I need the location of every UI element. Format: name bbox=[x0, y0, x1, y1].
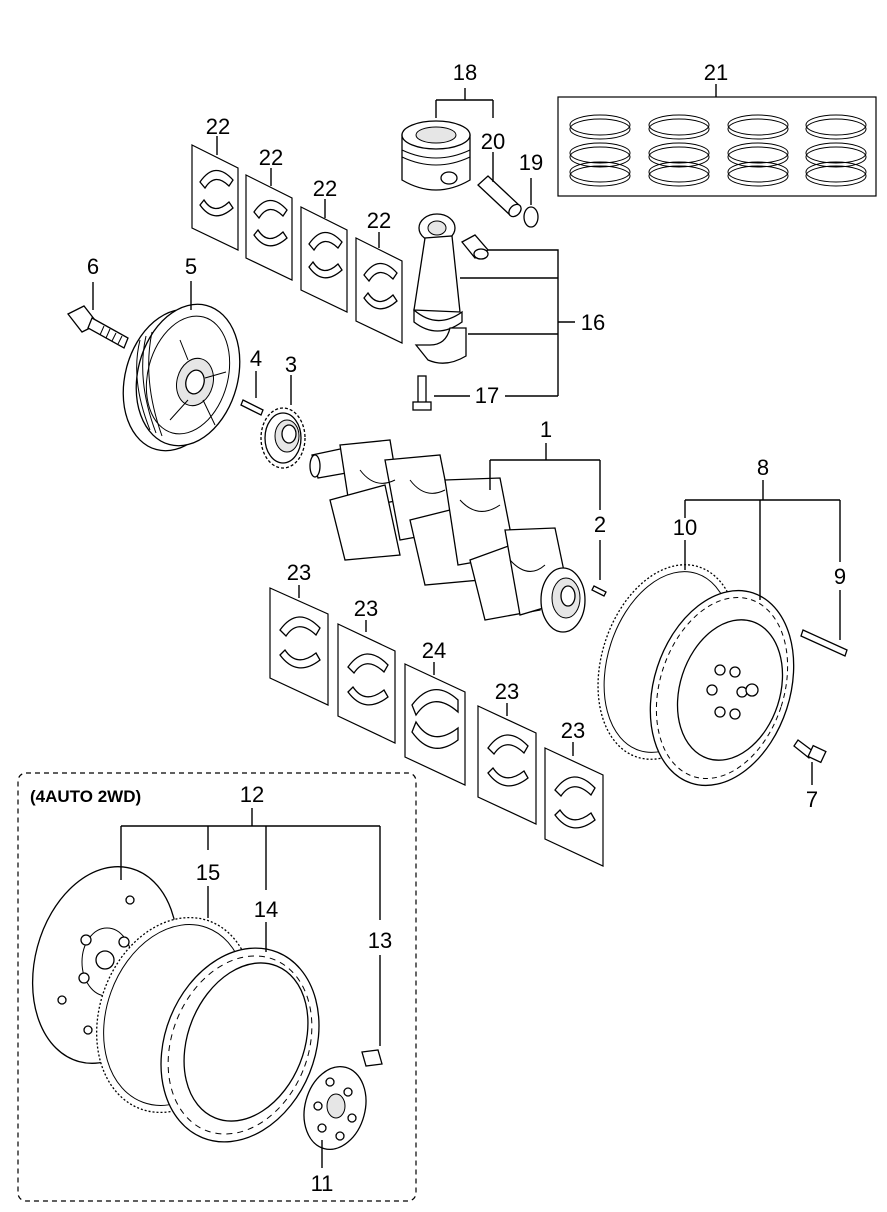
callout-17: 17 bbox=[475, 383, 499, 408]
ring-set-1 bbox=[569, 114, 631, 187]
converter-bolt bbox=[361, 1049, 383, 1067]
callout-23-c: 23 bbox=[495, 679, 519, 704]
bearing-card-22a bbox=[191, 144, 239, 251]
ring-set-2 bbox=[648, 114, 710, 187]
callout-4: 4 bbox=[250, 346, 262, 371]
leader-12 bbox=[120, 808, 381, 920]
callout-23-a: 23 bbox=[287, 560, 311, 585]
leader-16 bbox=[460, 249, 575, 396]
bearing-card-23d bbox=[544, 747, 604, 867]
piston-ring-sets bbox=[557, 84, 877, 197]
spacer-plate bbox=[303, 1066, 367, 1150]
callout-3: 3 bbox=[285, 352, 297, 377]
bearing-card-23c bbox=[477, 705, 537, 825]
piston bbox=[401, 120, 471, 191]
callout-21: 21 bbox=[704, 60, 728, 85]
bearing-card-23a bbox=[269, 587, 329, 706]
callout-20: 20 bbox=[481, 129, 505, 154]
callout-14: 14 bbox=[254, 897, 278, 922]
damper-pulley bbox=[122, 303, 241, 452]
callout-22-c: 22 bbox=[313, 176, 337, 201]
callout-7: 7 bbox=[806, 787, 818, 812]
leader-8 bbox=[684, 480, 841, 600]
connecting-rod bbox=[413, 213, 463, 332]
pulley-bolt bbox=[67, 305, 129, 349]
flywheel bbox=[649, 589, 795, 787]
flywheel-bolt bbox=[793, 739, 827, 764]
leader-18 bbox=[435, 88, 494, 118]
bearing-card-22c bbox=[300, 206, 348, 313]
leader-1 bbox=[489, 443, 601, 510]
callout-23-b: 23 bbox=[354, 596, 378, 621]
callout-6: 6 bbox=[87, 254, 99, 279]
woodruff-key bbox=[240, 399, 264, 416]
callout-19: 19 bbox=[519, 150, 543, 175]
bearing-card-23b bbox=[337, 623, 396, 744]
ring-set-4 bbox=[805, 114, 867, 187]
ring-set-3 bbox=[727, 114, 789, 187]
callout-15: 15 bbox=[196, 860, 220, 885]
callout-22-b: 22 bbox=[259, 145, 283, 170]
bearing-card-22d bbox=[355, 237, 403, 344]
callout-12: 12 bbox=[240, 782, 264, 807]
callout-23-d: 23 bbox=[561, 718, 585, 743]
callout-10: 10 bbox=[673, 515, 697, 540]
variant-box bbox=[17, 772, 417, 1202]
crank-pin bbox=[591, 585, 607, 597]
callout-24: 24 bbox=[422, 638, 446, 663]
callout-13: 13 bbox=[368, 928, 392, 953]
callout-22-d: 22 bbox=[367, 208, 391, 233]
bearing-card-22b bbox=[245, 174, 293, 281]
snap-ring bbox=[523, 206, 539, 228]
rod-cap bbox=[414, 327, 467, 364]
callout-8: 8 bbox=[757, 455, 769, 480]
callout-22-a: 22 bbox=[206, 114, 230, 139]
variant-title: (4AUTO 2WD) bbox=[30, 787, 141, 806]
rod-bolt bbox=[412, 375, 432, 411]
callout-9: 9 bbox=[834, 564, 846, 589]
crankshaft bbox=[309, 439, 586, 633]
dowel-pin bbox=[800, 629, 848, 657]
callout-11: 11 bbox=[311, 1171, 334, 1196]
callout-16: 16 bbox=[581, 310, 605, 335]
callout-5: 5 bbox=[185, 254, 197, 279]
piston-pin bbox=[477, 175, 522, 218]
callout-18: 18 bbox=[453, 60, 477, 85]
adaptor-plate bbox=[160, 947, 320, 1143]
bearing-card-24 bbox=[404, 663, 466, 786]
callout-1: 1 bbox=[540, 417, 552, 442]
crank-sprocket bbox=[260, 407, 306, 469]
rod-bushing bbox=[461, 234, 489, 260]
callout-2: 2 bbox=[594, 512, 606, 537]
